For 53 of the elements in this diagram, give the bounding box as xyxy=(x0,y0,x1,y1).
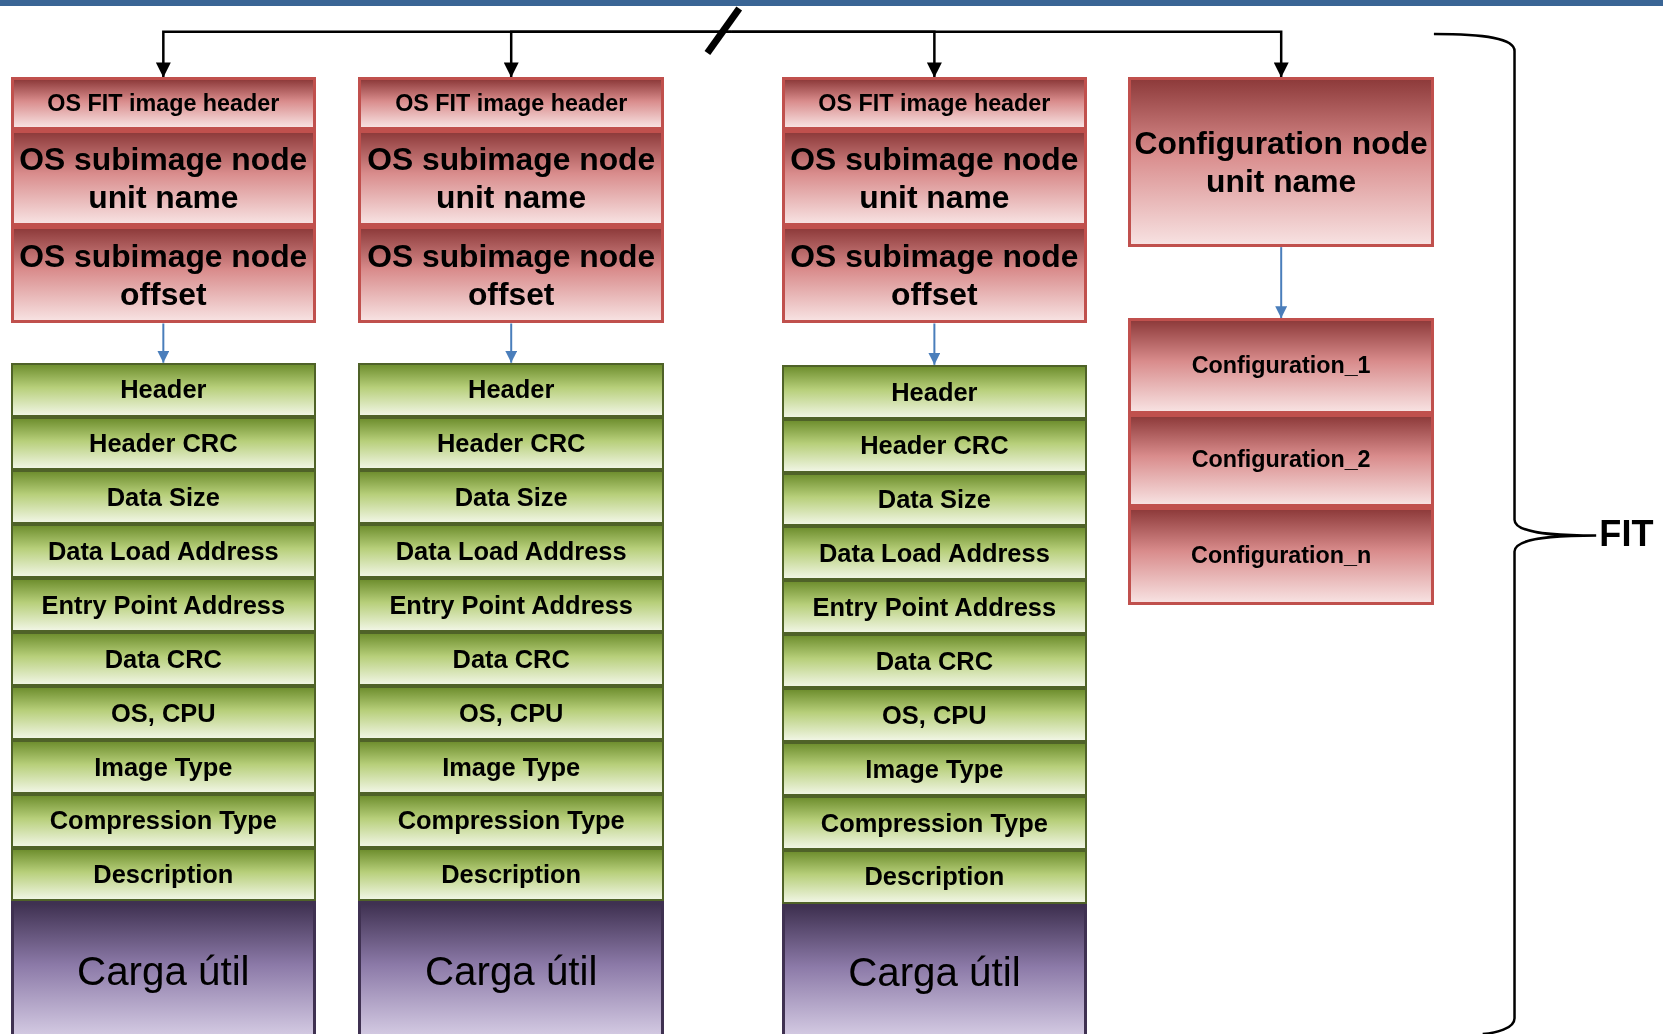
field-row: Image Type xyxy=(358,739,664,794)
field-row: OS, CPU xyxy=(781,688,1088,742)
header-cell: OS subimage node unit name xyxy=(10,130,317,226)
header-cell: OS FIT image header xyxy=(10,77,317,131)
field-row: Description xyxy=(358,847,664,902)
field-row: Data CRC xyxy=(10,632,317,686)
payload-block: Carga útil xyxy=(10,901,317,1034)
field-row: Data Size xyxy=(781,472,1088,527)
arrow xyxy=(928,322,941,366)
bracket-label: FIT xyxy=(1599,512,1654,556)
field-row: Data Load Address xyxy=(781,526,1088,581)
header-cell: Configuration_n xyxy=(1128,506,1434,605)
header-cell: Configuration_1 xyxy=(1128,318,1434,414)
field-row: Description xyxy=(781,849,1088,904)
header-cell: OS subimage node offset xyxy=(781,225,1088,324)
arrow xyxy=(503,30,732,78)
header-cell: OS subimage node offset xyxy=(358,225,664,324)
header-cell: Configuration_2 xyxy=(1128,413,1434,507)
header-cell: OS FIT image header xyxy=(358,77,664,131)
header-cell: OS FIT image header xyxy=(781,77,1088,131)
field-row: Header CRC xyxy=(358,416,664,471)
arrow xyxy=(731,30,1289,78)
header-cell: OS subimage node unit name xyxy=(358,130,664,226)
field-row: Compression Type xyxy=(358,793,664,848)
field-row: Data Size xyxy=(358,470,664,525)
field-row: Entry Point Address xyxy=(781,580,1088,635)
payload-block: Carga útil xyxy=(781,903,1088,1034)
field-row: Header xyxy=(358,362,664,417)
field-row: Compression Type xyxy=(781,795,1088,850)
header-cell: Configuration node unit name xyxy=(1128,77,1434,248)
arrow xyxy=(505,322,518,364)
field-row: Description xyxy=(10,847,317,902)
field-row: OS, CPU xyxy=(10,686,317,740)
field-row: Image Type xyxy=(10,739,317,794)
header-cell: OS subimage node unit name xyxy=(781,130,1088,226)
field-row: Entry Point Address xyxy=(10,578,317,633)
field-row: Data CRC xyxy=(781,634,1088,689)
field-row: Data Load Address xyxy=(10,524,317,579)
field-row: Header CRC xyxy=(781,418,1088,473)
field-row: OS, CPU xyxy=(358,686,664,740)
field-row: Data Load Address xyxy=(358,524,664,579)
field-row: Header CRC xyxy=(10,416,317,471)
arrow xyxy=(1275,246,1288,320)
arrow xyxy=(157,322,170,364)
payload-block: Carga útil xyxy=(358,901,664,1034)
header-cell: OS subimage node offset xyxy=(10,225,317,324)
field-row: Compression Type xyxy=(10,793,317,848)
field-row: Entry Point Address xyxy=(358,578,664,633)
field-row: Header xyxy=(781,364,1088,419)
field-row: Data CRC xyxy=(358,632,664,686)
field-row: Data Size xyxy=(10,470,317,525)
field-row: Header xyxy=(10,362,317,417)
field-row: Image Type xyxy=(781,742,1088,796)
